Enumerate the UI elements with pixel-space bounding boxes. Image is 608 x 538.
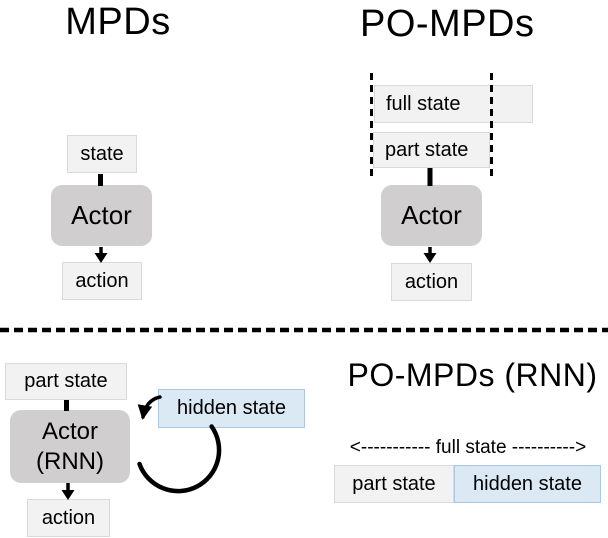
actor-to-action-arrowhead-icon <box>423 253 437 263</box>
part-state-label: part state <box>24 370 108 392</box>
part-state-label: part state <box>385 138 469 161</box>
state-label: state <box>80 142 124 165</box>
po-mpds-title: PO-MPDs <box>360 3 535 45</box>
part-state-box: part state <box>373 132 490 168</box>
recurrent-loop-arc <box>137 424 222 494</box>
full-state-label: full state <box>386 92 461 115</box>
state-box: state <box>67 135 137 173</box>
actor-label: Actor <box>41 417 98 445</box>
hidden-state-label: hidden state <box>177 397 286 419</box>
po-mpds-rnn-title: PO-MPDs (RNN) <box>347 357 598 393</box>
action-label: action <box>404 270 459 293</box>
actor-box: Actor <box>51 185 152 246</box>
full-state-box: full state <box>374 85 533 123</box>
actor-rnn-box: Actor (RNN) <box>10 410 130 483</box>
hidden-state-box: hidden state <box>158 389 305 428</box>
action-box-rnn: action <box>27 499 110 537</box>
hidden-state-box-combined: hidden state <box>454 465 601 503</box>
actor-box-pomdp: Actor <box>381 185 482 246</box>
part-state-box-rnn: part state <box>5 363 127 400</box>
action-label: action <box>75 269 129 292</box>
actor-label: Actor <box>401 200 462 231</box>
hidden-state-label: hidden state <box>473 472 582 495</box>
actor-label: Actor <box>71 200 132 231</box>
action-box: action <box>62 262 142 300</box>
full-state-span-label: <----------- full state ----------> <box>349 437 587 458</box>
action-box-pomdp: action <box>391 263 472 301</box>
mpds-title: MPDs <box>65 1 171 43</box>
action-label: action <box>41 506 96 529</box>
part-state-label: part state <box>352 472 436 495</box>
actor-rnn-sub-label: (RNN) <box>36 447 104 475</box>
part-state-box-combined: part state <box>334 465 454 503</box>
